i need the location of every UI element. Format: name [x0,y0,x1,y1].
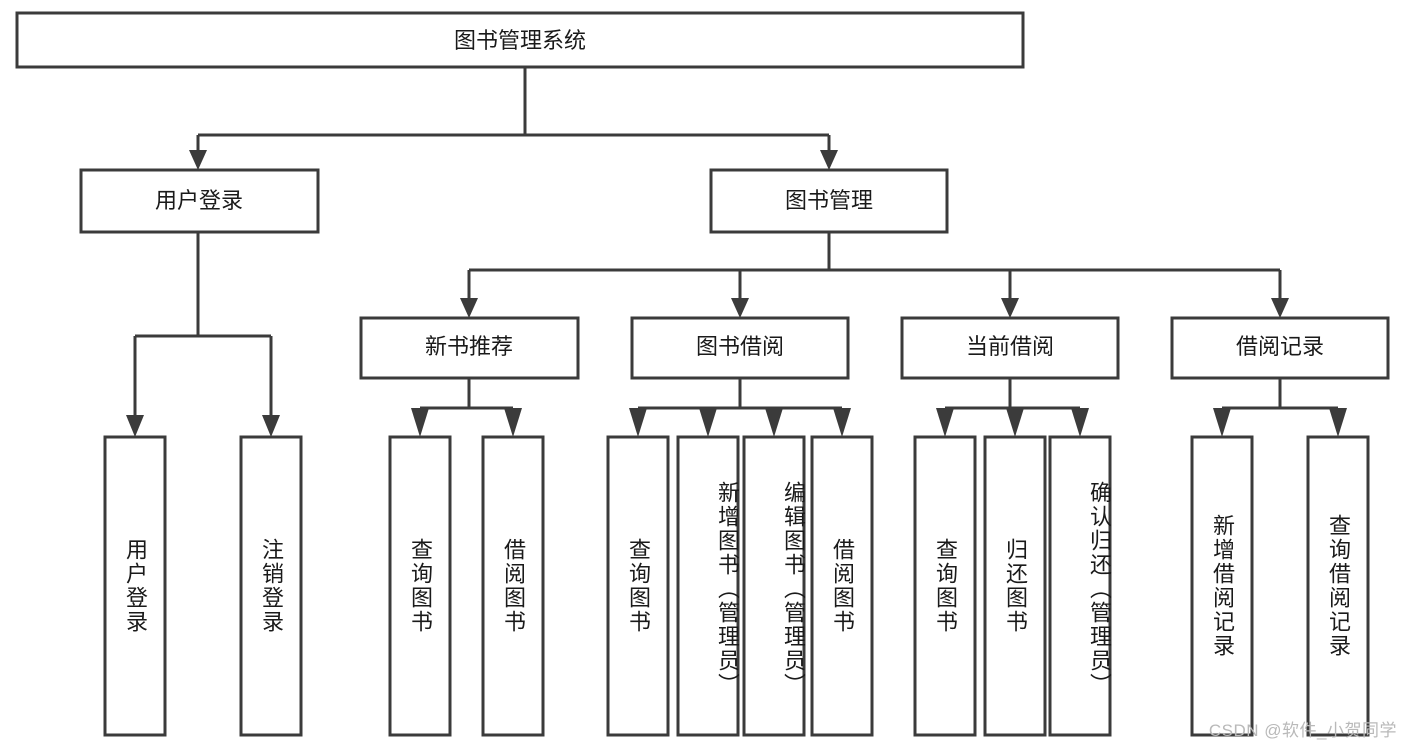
arrow-bookborrow-leaf-0 [629,408,647,437]
node-user-login-label: 用户登录 [155,188,243,213]
arrow-bookborrow-leaf-2 [765,408,783,437]
leaf-book-borrow-3[interactable] [810,435,874,737]
leaf-current-borrow-1[interactable] [983,435,1047,737]
leaf-user-login-1[interactable] [239,435,303,737]
node-current-borrow[interactable] [900,316,1120,380]
node-borrow-record-label: 借阅记录 [1236,334,1324,359]
arrow-userlogin-leaf-0 [126,415,144,437]
node-book-management[interactable] [709,168,949,234]
leaf-new-book-1[interactable] [481,435,545,737]
arrow-bookborrow-leaf-3 [833,408,851,437]
node-root[interactable] [15,11,1025,69]
leaf-book-borrow-1[interactable] [676,435,740,737]
arrow-borrowrecord-leaf-1 [1329,408,1347,437]
arrow-borrowrecord-leaf-0 [1213,408,1231,437]
node-book-borrow[interactable] [630,316,850,380]
nodes-layer: 图书管理系统 用户登录 图书管理 新书推荐 图书借阅 当前借阅 借阅记录 [15,11,1390,737]
leaf-book-borrow-2[interactable] [742,435,806,737]
arrow-currentborrow-leaf-1 [1006,408,1024,437]
arrow-userlogin-leaf-1 [262,415,280,437]
leaf-current-borrow-2[interactable] [1048,435,1112,737]
leaf-borrow-record-1[interactable] [1306,435,1370,737]
arrow-bookmgmt-to-n2 [1001,298,1019,318]
arrow-currentborrow-leaf-0 [936,408,954,437]
edges-layer [126,67,1347,437]
node-new-book-recommend[interactable] [359,316,580,380]
leaf-user-login-0[interactable] [103,435,167,737]
node-user-login[interactable] [79,168,320,234]
arrow-bookmgmt-to-n1 [731,298,749,318]
arrow-currentborrow-leaf-2 [1071,408,1089,437]
leaf-new-book-0[interactable] [388,435,452,737]
arrow-newbook-leaf-0 [411,408,429,437]
node-root-label: 图书管理系统 [454,28,586,53]
arrow-root-to-userlogin [189,150,207,170]
leaf-borrow-record-0[interactable] [1190,435,1254,737]
arrow-bookmgmt-to-n3 [1271,298,1289,318]
node-new-book-recommend-label: 新书推荐 [425,334,513,359]
node-borrow-record[interactable] [1170,316,1390,380]
arrow-root-to-bookmgmt [820,150,838,170]
leaf-current-borrow-0[interactable] [913,435,977,737]
csdn-watermark: CSDN @软件_小贺同学 [1208,721,1397,740]
node-book-management-label: 图书管理 [785,188,873,213]
node-book-borrow-label: 图书借阅 [696,334,784,359]
node-current-borrow-label: 当前借阅 [966,334,1054,359]
arrow-bookmgmt-to-n0 [460,298,478,318]
arrow-newbook-leaf-1 [504,408,522,437]
arrow-bookborrow-leaf-1 [699,408,717,437]
leaf-book-borrow-0[interactable] [606,435,670,737]
